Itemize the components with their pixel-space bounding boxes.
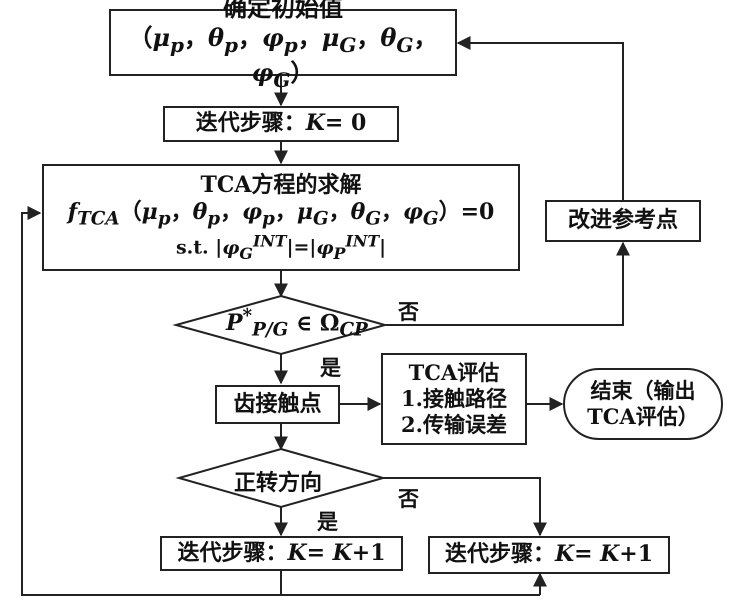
iter-left-box: 迭代步骤：K= K+1	[160, 536, 403, 571]
tca-constraint: s.t. |φGINT|=|φPINT|	[175, 231, 387, 263]
decision2-no-label: 否	[398, 486, 419, 511]
arrow-decision1-no	[385, 241, 630, 326]
tca-eval-box: TCA评估 1.接触路径 2.传输误差	[381, 353, 527, 445]
arrow-decision2-no	[383, 477, 547, 537]
iter-right-label: 迭代步骤：K= K+1	[444, 541, 654, 568]
tooth-contact-box: 齿接触点	[215, 385, 340, 424]
decision1-text: P*P/G ∈ ΩCP	[226, 306, 368, 341]
tca-equation: fTCA（μp，θp，φp，μG，θG，φG）=0	[67, 199, 495, 230]
iter-k0-box: 迭代步骤：K= 0	[163, 106, 399, 142]
iter-left-label: 迭代步骤：K= K+1	[177, 539, 386, 566]
decision1-yes-label: 是	[320, 355, 341, 380]
decision2-diamond	[175, 447, 387, 509]
end-line2: TCA评估）	[587, 404, 699, 429]
tca-eval-item1: 1.接触路径	[401, 385, 507, 411]
tooth-contact-label: 齿接触点	[233, 390, 322, 417]
arrow-left-iter-loop	[21, 206, 282, 596]
decision2-text: 正转方向	[234, 470, 323, 496]
end-line1: 结束（输出	[590, 377, 696, 403]
tca-eval-item2: 2.传输误差	[401, 412, 507, 438]
improve-ref-label: 改进参考点	[567, 207, 678, 234]
decision2-yes-label: 是	[317, 509, 338, 534]
tca-solve-box: TCA方程的求解 fTCA（μp，θp，φp，μG，θG，φG）=0 s.t. …	[42, 164, 520, 271]
init-title: 确定初始值	[223, 0, 343, 22]
tca-solve-title: TCA方程的求解	[200, 171, 362, 198]
arrow-improve-to-init	[456, 36, 624, 200]
improve-ref-box: 改进参考点	[545, 200, 701, 242]
tca-eval-title: TCA评估	[408, 359, 500, 385]
init-params: （μp，θp，φp，μG，θG，φG）	[128, 22, 438, 92]
decision1-no-label: 否	[398, 299, 419, 324]
iter-k0-label: 迭代步骤：K= 0	[195, 110, 367, 137]
end-box: 结束（输出 TCA评估）	[563, 368, 723, 440]
decision1-diamond	[172, 294, 389, 356]
iter-right-box: 迭代步骤：K= K+1	[428, 536, 670, 574]
init-values-box: 确定初始值 （μp，θp，φp，μG，θG，φG）	[109, 0, 457, 91]
